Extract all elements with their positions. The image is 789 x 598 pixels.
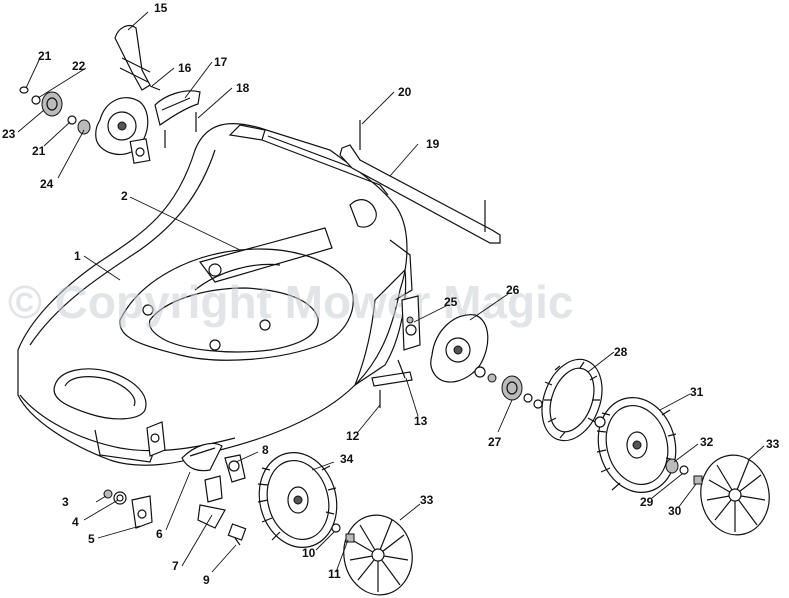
- front-left-wheel-assembly: [19, 25, 201, 164]
- label-8: 8: [262, 443, 269, 457]
- label-6: 6: [156, 527, 163, 541]
- label-18: 18: [236, 81, 250, 95]
- label-19: 19: [426, 137, 440, 151]
- hubcap-33-rear: [700, 454, 770, 536]
- label-34: 34: [340, 452, 354, 466]
- label-1: 1: [74, 249, 81, 263]
- label-12: 12: [346, 429, 360, 443]
- label-32: 32: [700, 435, 714, 449]
- label-24: 24: [40, 177, 54, 191]
- label-33-rear: 33: [766, 437, 780, 451]
- drive-ring-gear-28: [541, 358, 603, 442]
- label-30: 30: [668, 504, 682, 518]
- front-height-adjust-parts: [103, 295, 421, 546]
- label-3: 3: [62, 495, 69, 509]
- label-23: 23: [2, 127, 16, 141]
- label-17: 17: [214, 55, 228, 69]
- label-11: 11: [328, 567, 341, 581]
- label-10: 10: [302, 546, 316, 560]
- label-4: 4: [72, 515, 79, 529]
- label-13: 13: [414, 414, 428, 428]
- label-15: 15: [154, 1, 168, 15]
- rear-axle: [339, 120, 501, 244]
- label-31: 31: [690, 385, 704, 399]
- label-27: 27: [488, 435, 502, 449]
- label-5: 5: [88, 532, 95, 546]
- front-wheel-34: [257, 452, 338, 548]
- bearing-32: [665, 458, 679, 474]
- label-21-top: 21: [38, 49, 52, 63]
- leader-lines: [17, 11, 765, 573]
- part-number-labels: 1 2 3 4 5 6 7 8 9 10 11 12 13 15 16 17 1…: [2, 1, 780, 587]
- label-21-bottom: 21: [32, 144, 46, 158]
- rear-wheel-31: [594, 397, 677, 493]
- label-25: 25: [444, 295, 458, 309]
- label-7: 7: [172, 559, 179, 573]
- label-26: 26: [506, 283, 520, 297]
- label-28: 28: [614, 345, 628, 359]
- label-33-front: 33: [420, 493, 434, 507]
- mower-deck: [17, 123, 413, 466]
- label-29: 29: [640, 495, 654, 509]
- bolt-30: [693, 475, 703, 485]
- watermark: © Copyright Mower Magic: [8, 276, 573, 328]
- rear-drive-assembly: [430, 314, 543, 409]
- washer-29: [679, 465, 689, 475]
- label-22: 22: [72, 59, 86, 73]
- label-16: 16: [178, 61, 192, 75]
- label-2: 2: [121, 189, 128, 203]
- label-20: 20: [398, 85, 412, 99]
- washer-10: [331, 523, 341, 533]
- nut-11: [345, 533, 355, 543]
- hubcap-33-front: [343, 514, 413, 596]
- label-9: 9: [203, 573, 210, 587]
